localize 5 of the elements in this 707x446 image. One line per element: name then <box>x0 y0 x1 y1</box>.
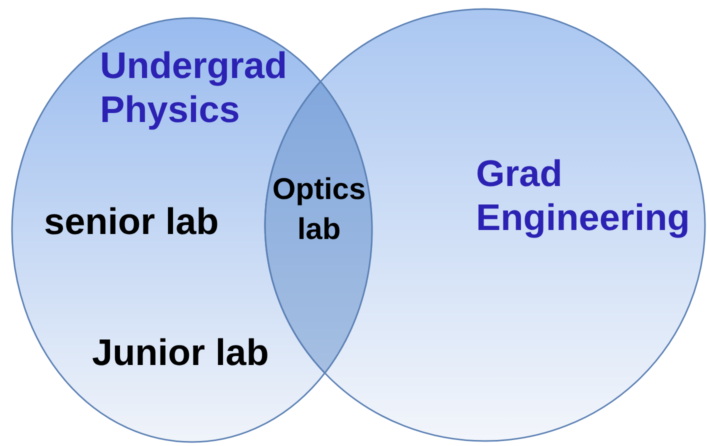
item-label: Junior lab <box>92 331 269 375</box>
region-label: Optics lab <box>271 172 367 248</box>
set-title: Undergrad Physics <box>100 44 288 132</box>
set-title: Grad Engineering <box>476 152 691 240</box>
item-label: senior lab <box>44 200 219 244</box>
